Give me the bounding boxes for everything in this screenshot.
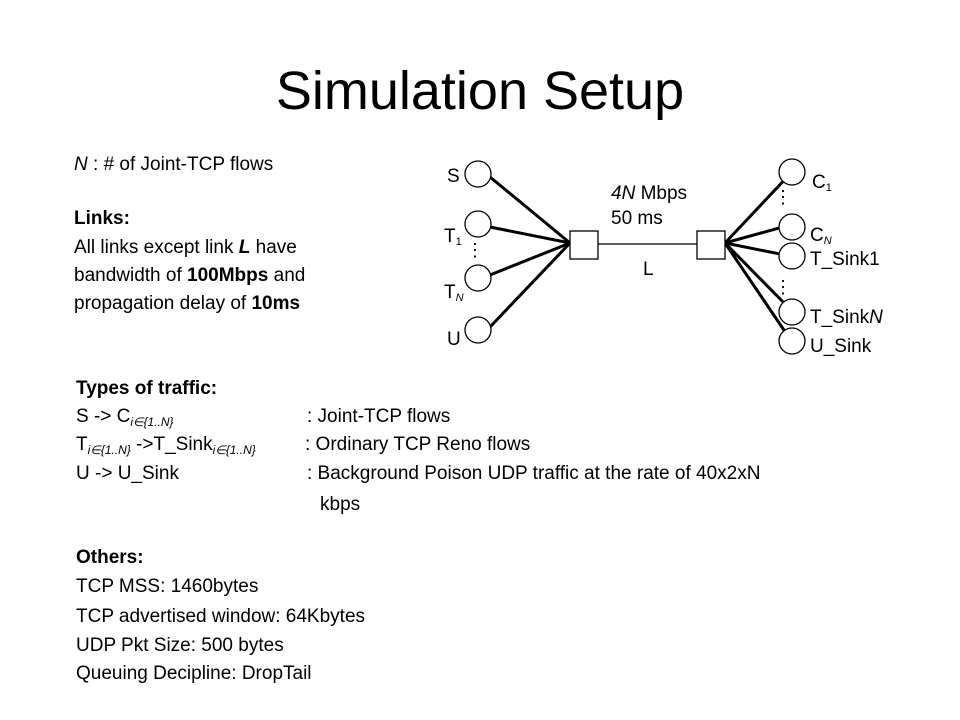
traffic-row-1-source: S -> Ci∈{1..N}	[76, 405, 174, 434]
node-tsink1	[778, 242, 806, 270]
label-tsinkn-var: N	[869, 307, 883, 328]
traffic-row-2-sub-b: i∈{1..N}	[212, 443, 256, 457]
link-t1-router	[489, 225, 571, 245]
node-t1	[464, 210, 492, 238]
link-router-tsinkn	[723, 241, 792, 311]
node-tn	[464, 264, 492, 292]
label-t1-sub: 1	[455, 236, 462, 248]
traffic-row-2-sub-a: i∈{1..N}	[87, 443, 131, 457]
node-tsinkn	[778, 298, 806, 326]
others-item: TCP MSS: 1460bytes	[76, 576, 259, 597]
label-u: U	[447, 329, 461, 350]
n-symbol: N	[74, 154, 88, 175]
links-line-1-c: have	[250, 237, 297, 258]
n-definition: N : # of Joint-TCP flows	[74, 153, 273, 177]
delay-value: 10ms	[251, 293, 301, 314]
link-router-usink	[723, 242, 792, 340]
label-tsink1: T_Sink1	[810, 249, 880, 270]
traffic-row-1-src: S -> C	[76, 406, 131, 427]
others-item: UDP Pkt Size: 500 bytes	[76, 635, 284, 656]
traffic-row-3-desc: : Background Poison UDP traffic at the r…	[307, 463, 761, 484]
links-line-3: propagation delay of 10ms	[74, 292, 300, 316]
label-tsinkn: T_SinkN	[810, 307, 883, 329]
link-router-c1	[723, 172, 792, 245]
link-s-router	[489, 175, 571, 245]
bottleneck-bandwidth-unit: Mbps	[635, 183, 688, 204]
bottleneck-label: L	[643, 259, 654, 280]
label-usink: U_Sink	[810, 336, 872, 357]
node-usink	[778, 327, 806, 355]
label-tn-sub: N	[455, 292, 464, 304]
bottleneck-delay: 50 ms	[611, 208, 663, 229]
label-s: S	[447, 166, 460, 187]
node-s	[464, 160, 492, 188]
label-tn-base: T	[444, 282, 456, 303]
n-description: : # of Joint-TCP flows	[87, 154, 274, 175]
bottleneck-bandwidth-var: 4N	[611, 183, 636, 204]
label-c1-base: C	[812, 172, 826, 193]
bottleneck-bandwidth: 4N Mbps	[611, 183, 687, 205]
label-t1-base: T	[444, 226, 456, 247]
node-u	[464, 316, 492, 344]
label-t1: T1	[444, 226, 462, 253]
label-cn-base: C	[810, 225, 824, 246]
label-c1-sub: 1	[825, 182, 832, 194]
others-heading: Others:	[76, 547, 144, 568]
links-line-2: bandwidth of 100Mbps and	[74, 264, 305, 288]
links-heading: Links:	[74, 208, 130, 229]
left-ellipsis: ⋮	[466, 240, 484, 260]
node-c1	[778, 158, 806, 186]
links-line-1: All links except link L have	[74, 236, 297, 260]
links-line-2-a: bandwidth of	[74, 265, 188, 286]
traffic-row-3-source: U -> U_Sink	[76, 463, 179, 484]
label-c1: C1	[812, 172, 832, 199]
right-ellipsis-bottom: ⋮	[774, 277, 792, 297]
traffic-row-2-src-a: T	[76, 434, 88, 455]
traffic-heading: Types of traffic:	[76, 378, 218, 399]
link-u-router	[488, 241, 572, 329]
links-line-3-a: propagation delay of	[74, 293, 252, 314]
label-cn-sub: N	[823, 235, 832, 247]
traffic-row-3-desc-cont: kbps	[320, 494, 361, 515]
traffic-row-2-desc: : Ordinary TCP Reno flows	[305, 434, 531, 455]
traffic-row-1-sub: i∈{1..N}	[130, 415, 174, 429]
page-title: Simulation Setup	[275, 61, 685, 121]
label-tn: TN	[444, 282, 464, 309]
link-l-symbol: L	[238, 237, 251, 258]
bandwidth-value: 100Mbps	[187, 265, 269, 286]
label-cn: CN	[810, 225, 832, 252]
left-router	[569, 230, 599, 260]
links-line-1-a: All links except link	[74, 237, 239, 258]
node-cn	[778, 213, 806, 241]
others-item: TCP advertised window: 64Kbytes	[76, 606, 366, 627]
traffic-row-1-desc: : Joint-TCP flows	[307, 406, 451, 427]
right-ellipsis-top: ⋮	[774, 187, 792, 207]
traffic-row-2-src-b: ->T_Sink	[130, 434, 213, 455]
links-line-2-c: and	[268, 265, 306, 286]
link-tn-router	[489, 241, 571, 277]
right-router	[696, 230, 726, 260]
label-tsinkn-base: T_Sink	[810, 307, 870, 328]
traffic-row-2-source: Ti∈{1..N} ->T_Sinki∈{1..N}	[76, 433, 256, 462]
others-item: Queuing Decipline: DropTail	[76, 663, 312, 684]
